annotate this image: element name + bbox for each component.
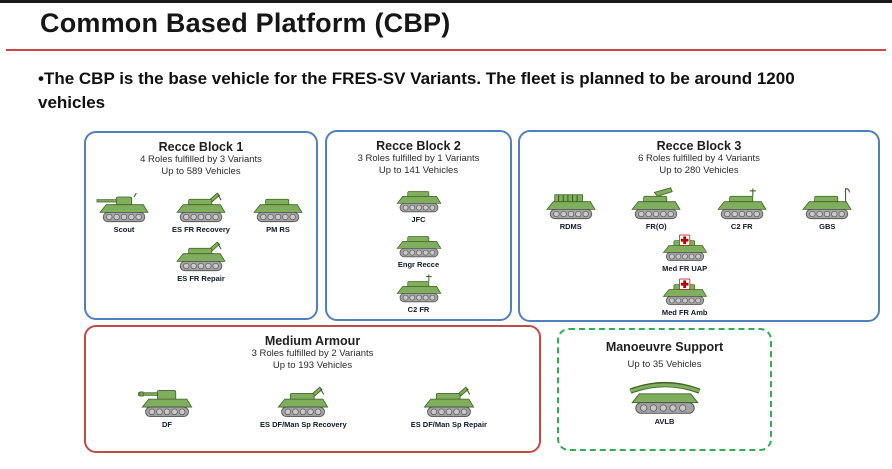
vehicle-label: RDMS: [559, 221, 582, 231]
vehicle-engr-recce: Engr Recce: [392, 228, 446, 269]
vehicle-es-fr-recovery: ES FR Recovery: [172, 190, 230, 234]
tank-apc-icon: [395, 190, 441, 212]
tank-medical-icon: [662, 234, 707, 262]
block-subtitle-count: Up to 280 Vehicles: [659, 164, 739, 176]
vehicle-label: PM RS: [266, 224, 290, 234]
tank-scout-icon: [96, 192, 149, 222]
vehicle-label: Scout: [113, 224, 135, 234]
vehicle-c2-fr: C2 FR: [392, 273, 446, 314]
vehicle-gbs: GBS: [799, 187, 855, 231]
manoeuvre-support-block: Manoeuvre Support Up to 35 Vehicles AVLB: [557, 328, 772, 451]
block-subtitle-count: Up to 193 Vehicles: [272, 359, 353, 371]
block-subtitle-count: Up to 589 Vehicles: [161, 165, 241, 177]
block-title: Recce Block 3: [656, 139, 742, 153]
tank-mast-icon: [395, 274, 441, 302]
vehicle-c2-fr-block3: C2 FR: [714, 187, 770, 231]
tank-gun-icon: [138, 389, 193, 417]
vehicle-label: ES FR Repair: [177, 273, 225, 283]
vehicle-df: DF: [138, 384, 196, 429]
recce-block-2: Recce Block 2 3 Roles fulfilled by 1 Var…: [325, 130, 512, 321]
vehicle-label: C2 FR: [730, 221, 753, 231]
block-subtitle-roles: 6 Roles fulfilled by 4 Variants: [638, 153, 760, 164]
vehicle-label: ES FR Recovery: [172, 224, 230, 234]
vehicle-row: RDMS FR(O): [520, 187, 878, 231]
vehicle-row: DF ES DF/Man Sp Recovery: [86, 384, 539, 429]
vehicle-scout: Scout: [96, 190, 152, 234]
vehicle-label: GBS: [819, 221, 836, 231]
vehicle-rdms: RDMS: [543, 187, 599, 231]
vehicle-es-df-man-sp-repair: ES DF/Man Sp Repair: [411, 384, 487, 429]
tank-repair-icon: [423, 386, 475, 417]
vehicle-label: DF: [162, 419, 172, 429]
vehicle-label: FR(O): [645, 221, 667, 231]
tank-antenna-icon: [802, 187, 852, 219]
vehicle-row: ES FR Repair: [86, 239, 316, 283]
tank-launcher-icon: [631, 187, 681, 219]
block-subtitle-count: Up to 141 Vehicles: [378, 164, 459, 176]
vehicle-label: ES DF/Man Sp Repair: [410, 419, 487, 429]
block-title: Recce Block 1: [158, 140, 244, 154]
vehicle-es-fr-repair: ES FR Repair: [173, 239, 229, 283]
tank-apc-icon: [395, 235, 441, 257]
tank-apc-icon: [253, 198, 303, 222]
vehicle-es-df-man-sp-recovery: ES DF/Man Sp Recovery: [260, 384, 347, 429]
block-subtitle-roles: 3 Roles fulfilled by 1 Variants: [357, 153, 480, 164]
vehicle-column: JFC Engr Recce: [327, 183, 510, 314]
block-title: Manoeuvre Support: [605, 340, 724, 354]
vehicle-label: Engr Recce: [397, 259, 440, 269]
block-subtitle-roles: 3 Roles fulfilled by 2 Variants: [251, 348, 374, 359]
medium-armour-block: Medium Armour 3 Roles fulfilled by 2 Var…: [84, 325, 541, 453]
slide-title: Common Based Platform (CBP): [40, 8, 451, 38]
vehicle-avlb: AVLB: [625, 377, 705, 426]
vehicle-med-fr-uap: Med FR UAP: [660, 232, 710, 273]
block-title: Medium Armour: [264, 334, 361, 348]
vehicle-label: JFC: [411, 214, 426, 224]
vehicle-label: C2 FR: [407, 304, 430, 314]
tank-medical-icon: [662, 278, 707, 306]
vehicle-row: AVLB: [559, 377, 770, 426]
tank-rdms-icon: [545, 194, 596, 219]
tank-bridgelayer-icon: [628, 381, 701, 414]
recce-block-1: Recce Block 1 4 Roles fulfilled by 3 Var…: [84, 131, 318, 320]
bullet-text: •The CBP is the base vehicle for the FRE…: [38, 69, 795, 112]
block-title: Recce Block 2: [376, 139, 461, 153]
vehicle-label: AVLB: [654, 416, 675, 426]
vehicle-label: ES DF/Man Sp Recovery: [260, 419, 347, 429]
block-subtitle-count: Up to 35 Vehicles: [627, 359, 702, 370]
block-subtitle-roles: 4 Roles fulfilled by 3 Variants: [140, 154, 262, 165]
vehicle-med-fr-amb: Med FR Amb: [660, 276, 710, 317]
tank-recovery-icon: [176, 192, 226, 222]
title-divider: [6, 49, 886, 51]
tank-mast-icon: [716, 188, 767, 219]
vehicle-jfc: JFC: [392, 183, 446, 224]
tank-repair-icon: [176, 241, 226, 271]
vehicle-label: Med FR Amb: [661, 308, 708, 317]
vehicle-label: Med FR UAP: [662, 264, 708, 273]
vehicle-row: Scout ES FR Recovery: [86, 190, 316, 234]
tank-recovery-icon: [277, 386, 329, 417]
recce-block-3: Recce Block 3 6 Roles fulfilled by 4 Var…: [518, 130, 880, 322]
medical-vehicle-stack: Med FR UAP Med FR Amb: [660, 232, 710, 317]
vehicle-pm-rs: PM RS: [250, 190, 306, 234]
vehicle-fr-o: FR(O): [628, 187, 684, 231]
